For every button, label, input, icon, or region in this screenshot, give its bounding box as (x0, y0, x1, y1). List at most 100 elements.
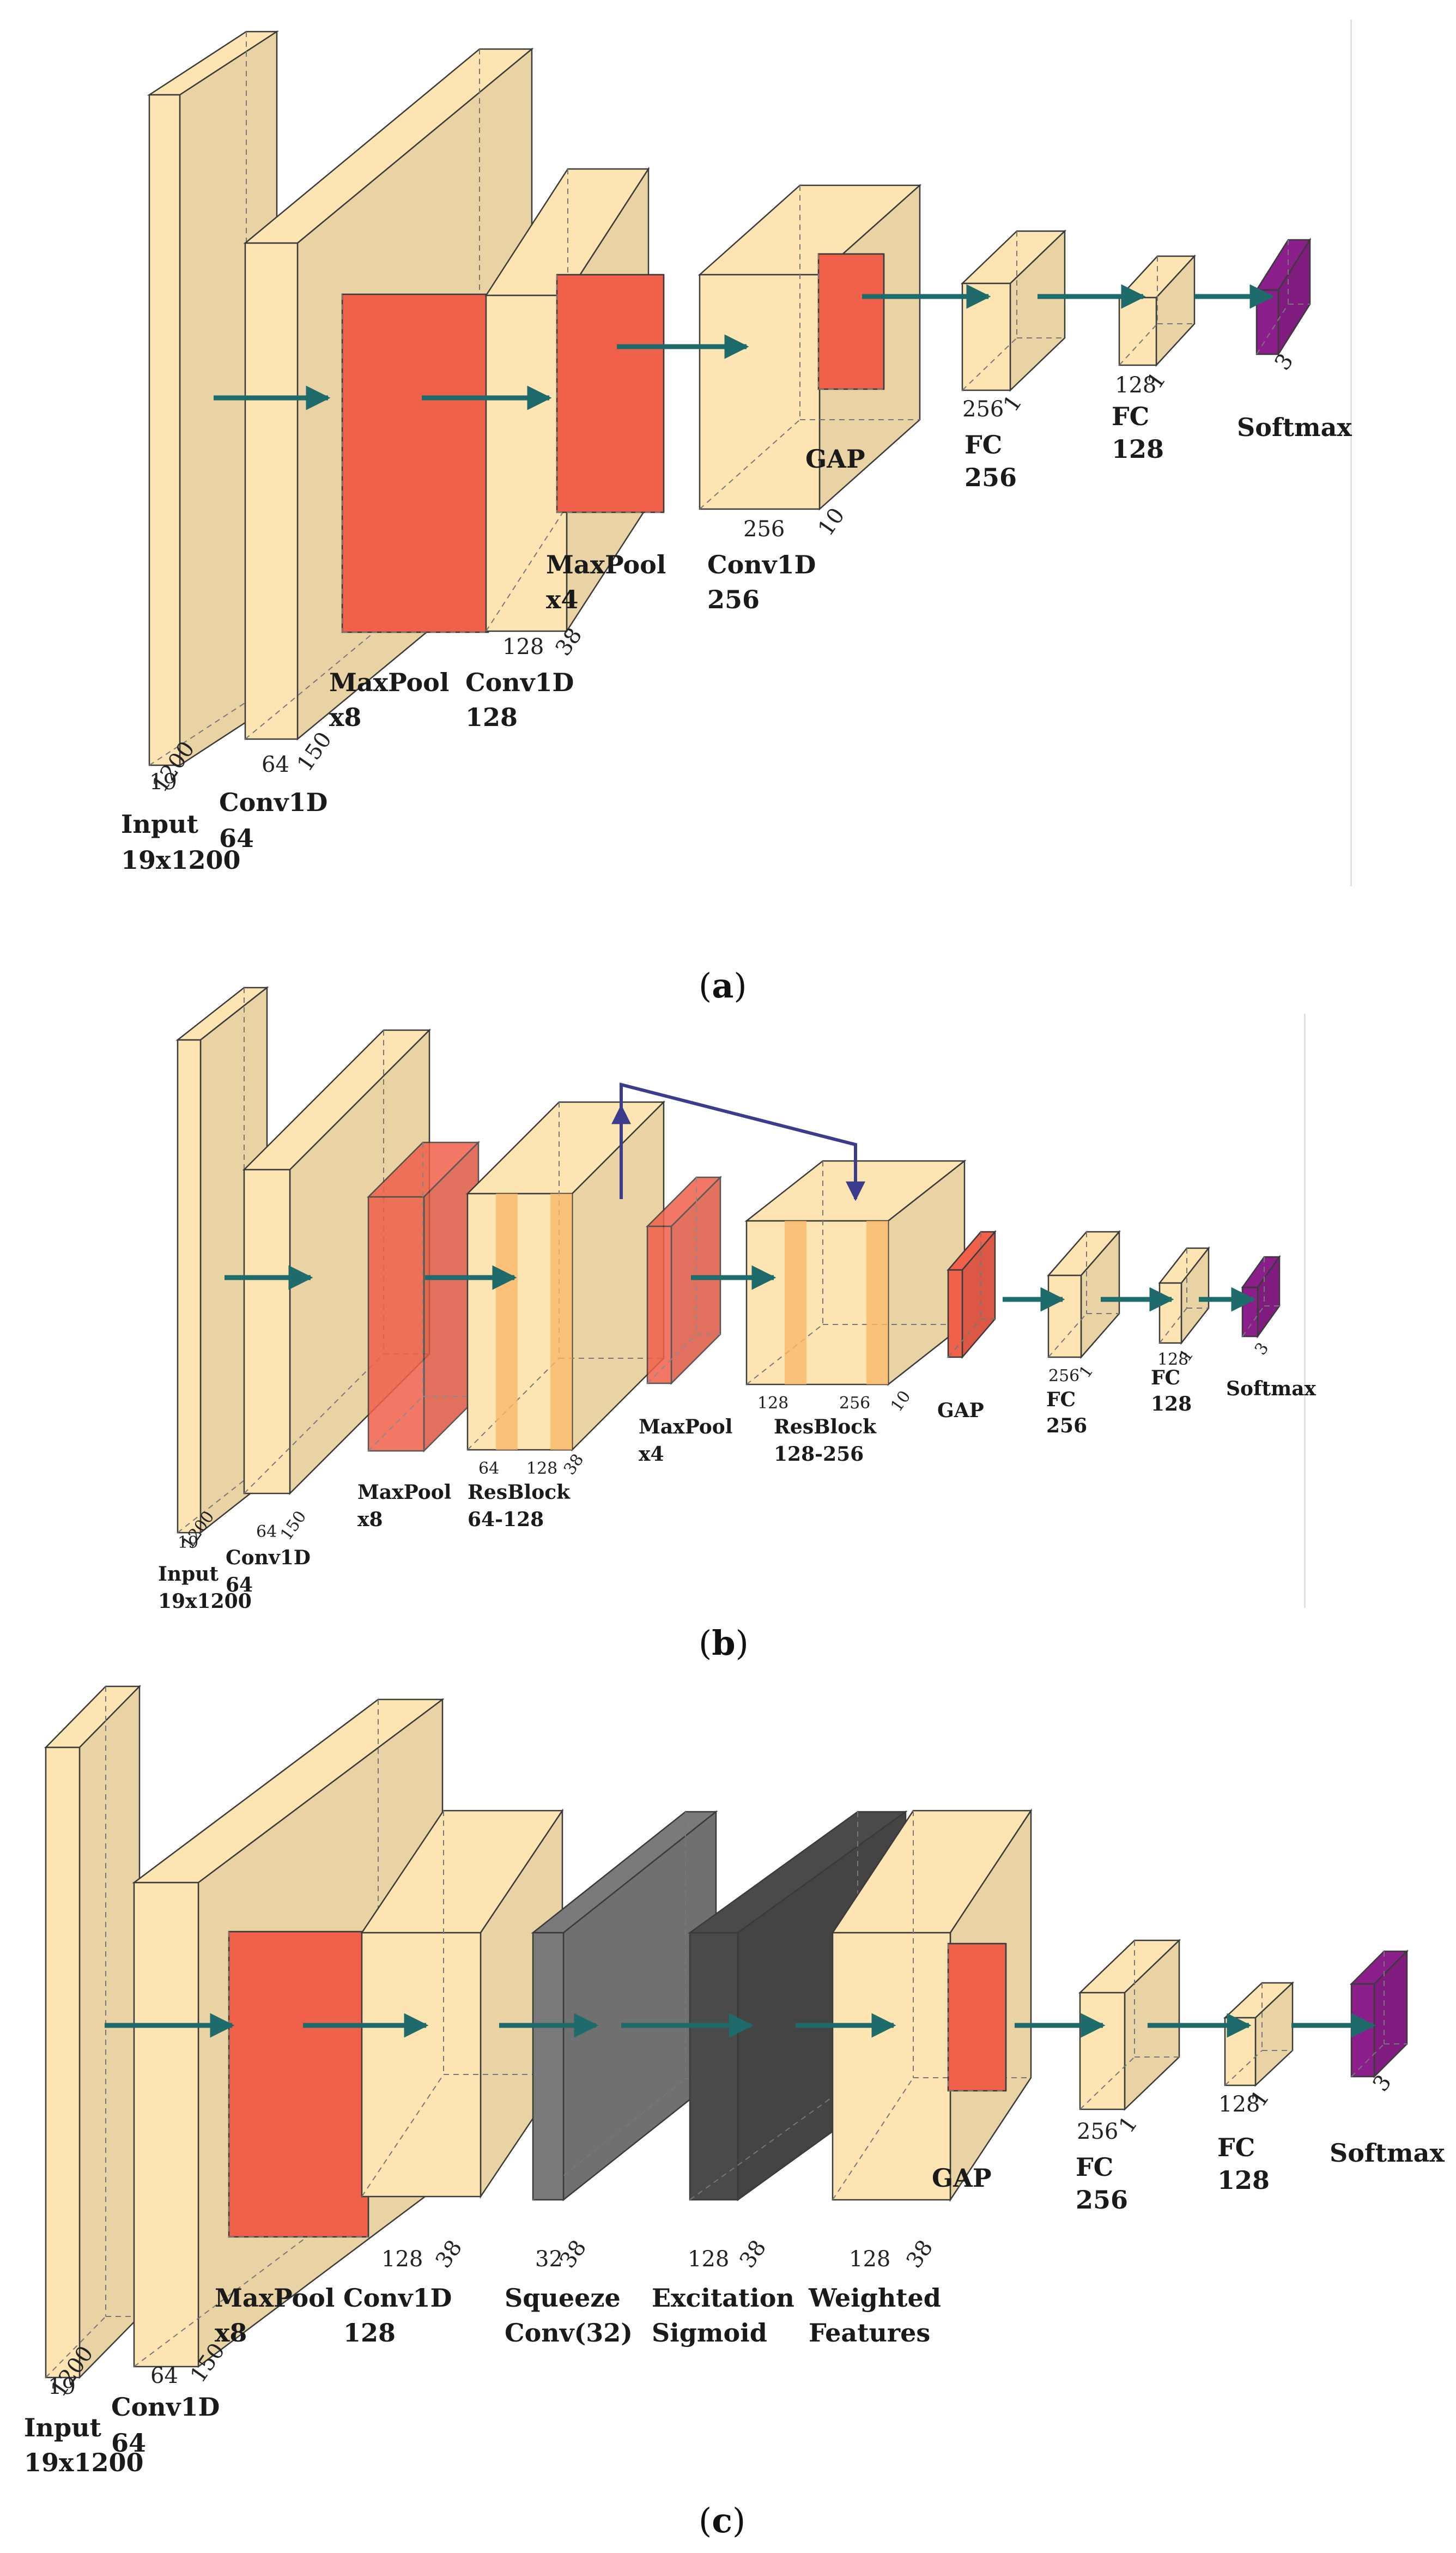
b-resblock1-band-2 (550, 1194, 572, 1450)
b-label-maxpool1-line2: x8 (357, 1508, 383, 1531)
a-label-conv3-line1: Conv1D (707, 550, 816, 579)
b-gap-block (947, 1230, 997, 1359)
a-maxpool2-block (556, 274, 665, 513)
c-label-conv1-line1: Conv1D (111, 2392, 220, 2422)
a-label-conv1-line2: 64 (219, 824, 254, 853)
a-label-conv2-line1: Conv1D (465, 668, 574, 697)
c-dim-32: 32 (535, 2247, 563, 2272)
c-label-softmax-line1: Softmax (1330, 2138, 1445, 2168)
b-label-resblock2-line2: 128-256 (774, 1443, 864, 1466)
panel-a-right-border (1350, 20, 1352, 886)
b-label-conv1-line2: 64 (226, 1574, 253, 1596)
c-dim-64: 64 (150, 2363, 178, 2388)
a-dim-128: 128 (502, 634, 544, 660)
a-dim-19: 19 (149, 770, 177, 795)
b-softmax-block (1241, 1255, 1281, 1339)
c-label-conv2-line1: Conv1D (343, 2283, 452, 2313)
b-dim-3: 3 (1251, 1339, 1273, 1359)
c-label-input-line1: Input (24, 2413, 102, 2442)
panel-b-right-border (1304, 1014, 1306, 1608)
a-label-fc2-line2: 128 (1112, 434, 1164, 464)
b-dim-150: 150 (277, 1508, 311, 1544)
a-label-maxpool2-line1: MaxPool (546, 550, 666, 579)
b-label-resblock2-line1: ResBlock (774, 1415, 877, 1438)
b-label-fc2-line1: FC (1151, 1366, 1180, 1389)
c-label-weighted-line1: Weighted (808, 2283, 941, 2313)
c-label-weighted-line2: Features (809, 2318, 930, 2348)
a-label-softmax-line1: Softmax (1237, 413, 1352, 442)
a-label-maxpool2-line2: x4 (546, 585, 578, 614)
caption-b: (b) (699, 1623, 749, 1663)
b-label-input-line2: 19x1200 (158, 1590, 252, 1613)
a-dim-64: 64 (262, 752, 289, 777)
b-label-maxpool1-line1: MaxPool (357, 1481, 451, 1504)
a-dim-fc256: 256 (962, 397, 1004, 422)
caption-a: (a) (699, 966, 747, 1006)
b-label-conv1-line1: Conv1D (226, 1546, 311, 1569)
b-dim-128: 128 (526, 1459, 557, 1478)
c-label-maxpool1-line1: MaxPool (215, 2283, 335, 2313)
b-dim-38: 38 (560, 1450, 588, 1478)
b-resblock1-band-1 (496, 1194, 518, 1450)
c-dim-38c: 38 (735, 2236, 772, 2273)
b-dim-128b: 128 (757, 1394, 788, 1413)
b-label-resblock1-line1: ResBlock (468, 1481, 571, 1504)
a-label-maxpool1-line2: x8 (329, 703, 361, 732)
caption-c: (c) (699, 2501, 745, 2540)
c-label-excitation-line2: Sigmoid (652, 2318, 767, 2348)
c-squeeze-block (531, 1810, 718, 2201)
a-label-maxpool1-line1: MaxPool (329, 668, 449, 697)
a-fc2-block (1118, 254, 1196, 367)
c-dim-fc128: 128 (1218, 2092, 1260, 2117)
c-label-fc1-line2: 256 (1076, 2185, 1128, 2215)
c-dim-fc256: 256 (1077, 2119, 1118, 2144)
c-input-block (44, 1684, 141, 2380)
a-label-fc1-line2: 256 (964, 463, 1017, 492)
b-label-gap-line1: GAP (937, 1399, 984, 1422)
c-gap-block (947, 1943, 1007, 2092)
a-label-conv2-line2: 128 (465, 703, 518, 732)
b-dim-10: 10 (887, 1387, 915, 1415)
c-label-gap-line1: GAP (932, 2163, 992, 2193)
c-label-conv2-line2: 128 (343, 2318, 396, 2348)
a-gap-block (817, 253, 885, 390)
a-label-fc2-line1: FC (1112, 402, 1149, 431)
b-dim-19: 19 (178, 1533, 198, 1552)
b-fc1-block (1047, 1230, 1121, 1359)
c-dim-19: 19 (48, 2374, 76, 2399)
b-dim-64b: 64 (478, 1459, 499, 1478)
b-label-fc1-line1: FC (1046, 1388, 1076, 1411)
a-label-conv3-line2: 256 (707, 585, 760, 614)
b-resblock2-band-1 (785, 1221, 806, 1384)
c-label-maxpool1-line2: x8 (215, 2318, 247, 2348)
b-label-maxpool2-line1: MaxPool (639, 1415, 732, 1438)
c-label-fc2-line1: FC (1217, 2133, 1255, 2162)
c-fc2-block (1223, 1981, 1295, 2087)
c-dim-128: 128 (381, 2247, 423, 2272)
b-maxpool2-block (645, 1175, 723, 1386)
b-dim-fc256: 256 (1048, 1366, 1079, 1386)
a-label-gap-line1: GAP (805, 444, 865, 474)
c-dim-128b: 128 (688, 2247, 729, 2272)
c-label-fc1-line1: FC (1076, 2152, 1113, 2182)
a-softmax-block (1255, 237, 1312, 357)
b-label-input-line1: Input (158, 1563, 219, 1586)
c-label-squeeze-line2: Conv(32) (505, 2318, 633, 2348)
a-label-input-line2: 19x1200 (121, 845, 240, 875)
c-dim-38d: 38 (902, 2236, 938, 2273)
b-label-resblock1-line2: 64-128 (468, 1508, 544, 1531)
c-maxpool1-block (228, 1931, 369, 2238)
c-dim-38: 38 (431, 2236, 468, 2273)
c-label-input-line2: 19x1200 (24, 2448, 143, 2477)
b-conv1-block (242, 1028, 432, 1496)
a-label-fc1-line1: FC (964, 430, 1002, 459)
c-label-conv1-line2: 64 (111, 2428, 146, 2458)
a-dim-256: 256 (743, 517, 785, 542)
a-label-conv1-line1: Conv1D (219, 788, 327, 817)
c-label-squeeze-line1: Squeeze (505, 2283, 621, 2313)
c-label-fc2-line2: 128 (1217, 2165, 1270, 2195)
c-dim-128c: 128 (849, 2247, 890, 2272)
b-label-fc1-line2: 256 (1046, 1414, 1087, 1437)
a-label-input-line1: Input (121, 809, 199, 839)
